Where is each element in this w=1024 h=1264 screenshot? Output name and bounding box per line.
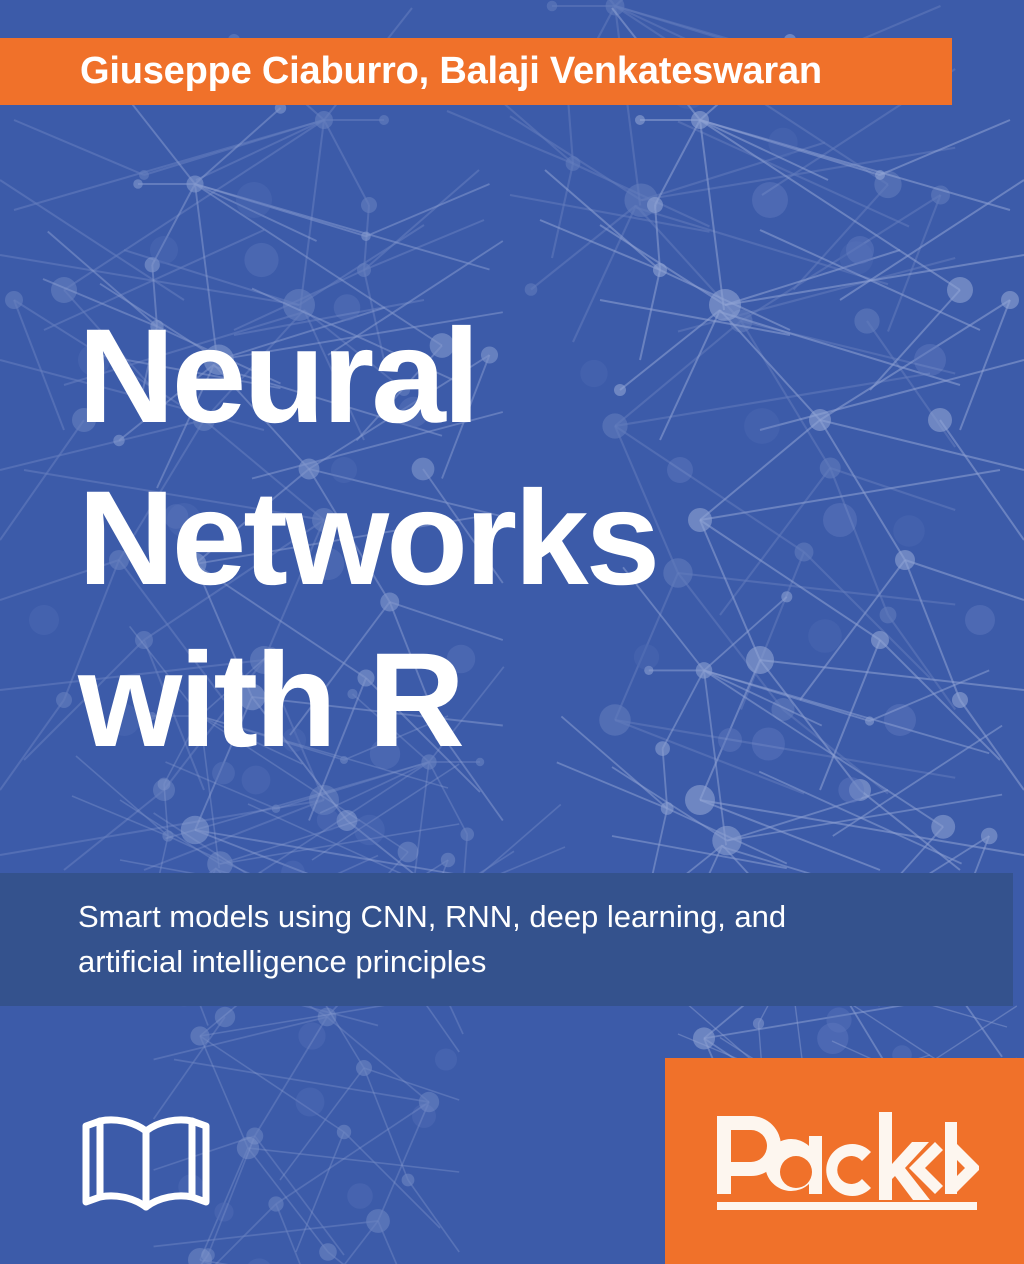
author-names: Giuseppe Ciaburro, Balaji Venkateswaran — [80, 50, 822, 92]
title-line-2: Networks — [78, 464, 660, 614]
title-line-3: with R — [78, 626, 465, 776]
subtitle-band: Smart models using CNN, RNN, deep learni… — [0, 873, 1013, 1006]
publisher-logo-block — [665, 1058, 1024, 1264]
subtitle-line-2: artificial intelligence principles — [78, 943, 487, 979]
subtitle-line-1: Smart models using CNN, RNN, deep learni… — [78, 899, 787, 935]
packt-logo-icon — [717, 1112, 979, 1210]
author-banner: Giuseppe Ciaburro, Balaji Venkateswaran — [0, 38, 952, 105]
open-book-icon — [82, 1116, 210, 1211]
page-title: Neural Networks with R — [78, 296, 878, 782]
title-line-1: Neural — [78, 302, 480, 451]
